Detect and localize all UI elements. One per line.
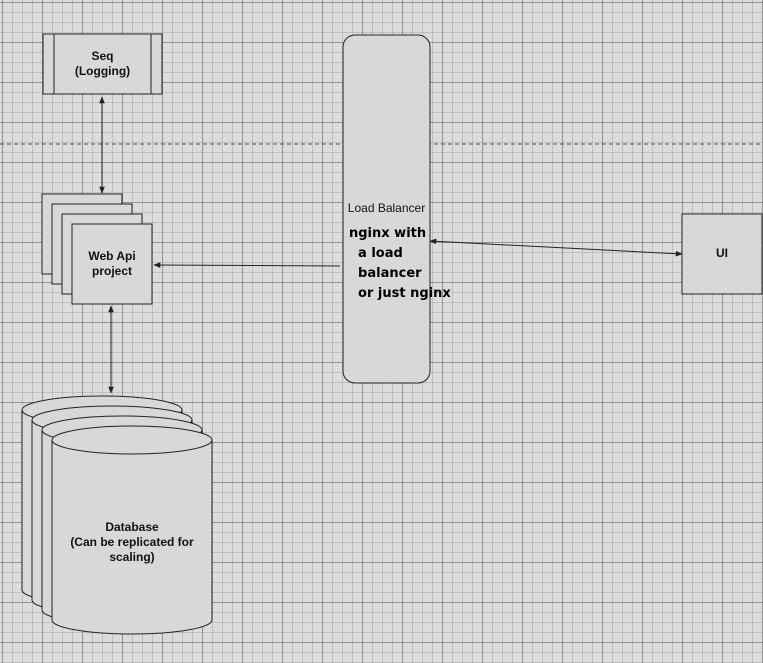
- ui-label: UI: [716, 246, 728, 260]
- database-label: Database (Can be replicated for scaling): [70, 520, 194, 564]
- edge-lb-ui: [429, 238, 683, 257]
- load-balancer-label: Load Balancer: [347, 201, 426, 215]
- seq-label: Seq (Logging): [74, 49, 131, 78]
- web-api-label: Web Api project: [88, 249, 136, 278]
- load-balancer-note: nginx with a load balancer or just nginx: [349, 226, 451, 301]
- seq-node[interactable]: [42, 33, 163, 95]
- load-balancer-node[interactable]: [342, 34, 431, 384]
- web-api-node[interactable]: [41, 193, 153, 305]
- edge-lb-webapi: [153, 262, 341, 268]
- database-node[interactable]: [21, 395, 213, 635]
- ui-node[interactable]: [681, 213, 763, 295]
